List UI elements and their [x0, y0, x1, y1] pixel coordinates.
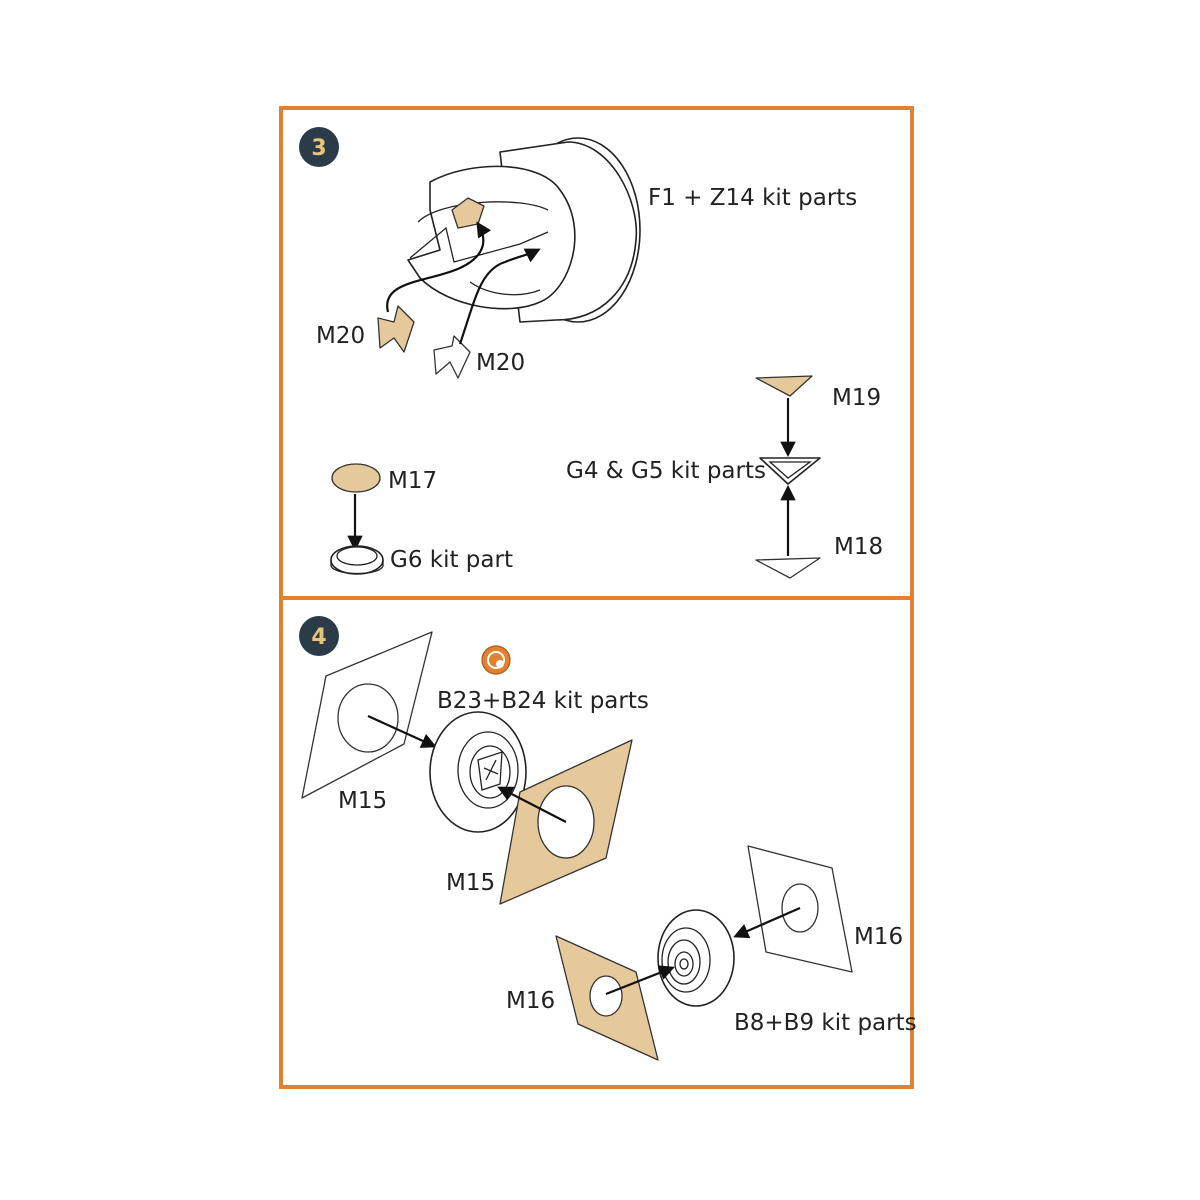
- step-4-frame: [279, 596, 914, 1089]
- m15-left-arrow: [367, 714, 437, 748]
- m15-right-arrow: [497, 786, 567, 823]
- step-4-badge: 4: [299, 616, 339, 656]
- m20-right-label: M20: [476, 350, 525, 376]
- exhaust-inner-edge: [417, 201, 549, 223]
- step-3-number: 3: [311, 136, 326, 161]
- g6-part: [330, 545, 384, 575]
- m17-decal: [331, 463, 381, 493]
- m19-label: M19: [832, 385, 881, 411]
- m20-decal-right: [433, 335, 471, 379]
- step-3-panel: 3 F1 + Z14 kit parts M20 M20 M19 G4 & G5…: [279, 106, 914, 600]
- m20-left-arrow: [386, 221, 492, 313]
- step-4-panel: 4 B23+B24 kit parts M15 M: [279, 596, 917, 1089]
- m16-right-arrow: [733, 906, 801, 939]
- g4-g5-inner: [768, 461, 812, 479]
- step-3-badge-circle: [299, 127, 339, 167]
- m15-left-label: M15: [338, 788, 387, 814]
- g4-g5-part: [759, 457, 821, 485]
- engine-parts-label: F1 + Z14 kit parts: [648, 185, 857, 211]
- step-4-number: 4: [311, 625, 326, 650]
- b8-b9-label: B8+B9 kit parts: [734, 1010, 917, 1036]
- g6-label: G6 kit part: [390, 547, 513, 573]
- m17-label: M17: [388, 468, 437, 494]
- m16-left-arrow: [605, 965, 675, 996]
- exhaust-front-lip: [407, 165, 576, 310]
- m20-decal-left: [377, 305, 415, 353]
- m19-decal: [755, 375, 813, 397]
- step-4-badge-circle: [299, 616, 339, 656]
- g4-g5-label: G4 & G5 kit parts: [566, 458, 766, 484]
- m16-left-label: M16: [506, 988, 555, 1014]
- exhaust-cutout-edge: [409, 226, 549, 263]
- engine-exhaust-part: [407, 137, 641, 323]
- b8-b9-wheel: [657, 909, 735, 1007]
- m16-left-mask: [555, 935, 659, 1061]
- b23-b24-wheel: [429, 711, 527, 833]
- m15-left-mask: [301, 631, 433, 799]
- m20-placed-decal: [451, 197, 485, 229]
- m20-right-arrow: [458, 248, 541, 345]
- m16-right-label: M16: [854, 924, 903, 950]
- m18-label: M18: [834, 534, 883, 560]
- m20-left-label: M20: [316, 323, 365, 349]
- step-3-badge: 3: [299, 127, 339, 167]
- exhaust-lower-edge: [469, 281, 541, 296]
- b23-b24-label: B23+B24 kit parts: [437, 688, 649, 714]
- m15-right-label: M15: [446, 870, 495, 896]
- paint-mask-icon: [481, 645, 511, 675]
- m18-decal: [755, 557, 821, 579]
